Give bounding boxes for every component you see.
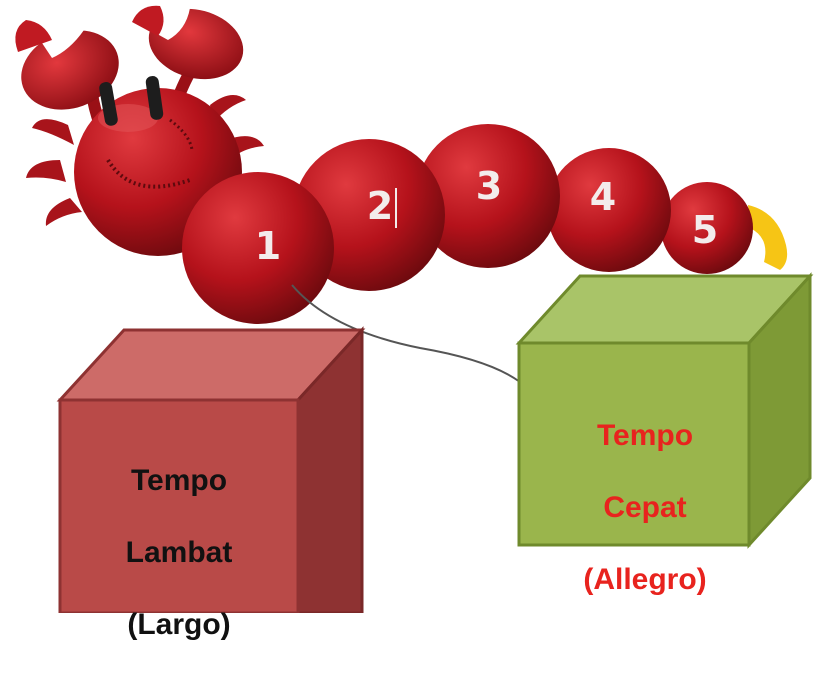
- slow-tempo-line-1: Tempo: [130, 464, 228, 497]
- slow-tempo-box: [56, 326, 366, 613]
- segment-1: 1: [182, 172, 334, 324]
- segment-5-number: 5: [692, 208, 718, 252]
- slow-tempo-line-3: (Largo): [127, 608, 231, 641]
- segment-3-number: 3: [476, 164, 502, 208]
- fast-tempo-box: [515, 272, 814, 549]
- segment-4-number: 4: [590, 175, 616, 219]
- segment-5: 5: [661, 182, 753, 274]
- fast-tempo-line-3: (Allegro): [583, 563, 707, 596]
- segment-3: 3: [416, 124, 560, 268]
- pull-string: [291, 284, 521, 383]
- left-eye-icon: [99, 82, 118, 126]
- segment-2-number: 2: [367, 184, 393, 228]
- fast-tempo-label: Tempo Cepat (Allegro): [519, 382, 771, 634]
- illustration: 5 4 3 2: [15, 5, 814, 641]
- fast-tempo-line-2: Cepat: [603, 491, 687, 524]
- segment-4: 4: [547, 148, 671, 272]
- segment-1-number: 1: [255, 224, 281, 268]
- right-claw-icon: [132, 5, 244, 122]
- caterpillar-crab-icon: 5 4 3 2: [15, 5, 814, 613]
- slow-tempo-line-2: Lambat: [125, 536, 233, 569]
- smile-icon: [106, 158, 191, 189]
- tail-icon: [748, 205, 788, 270]
- right-eye-icon: [145, 76, 164, 120]
- fast-tempo-line-1: Tempo: [596, 419, 694, 452]
- slow-tempo-label: Tempo Lambat (Largo): [60, 427, 298, 679]
